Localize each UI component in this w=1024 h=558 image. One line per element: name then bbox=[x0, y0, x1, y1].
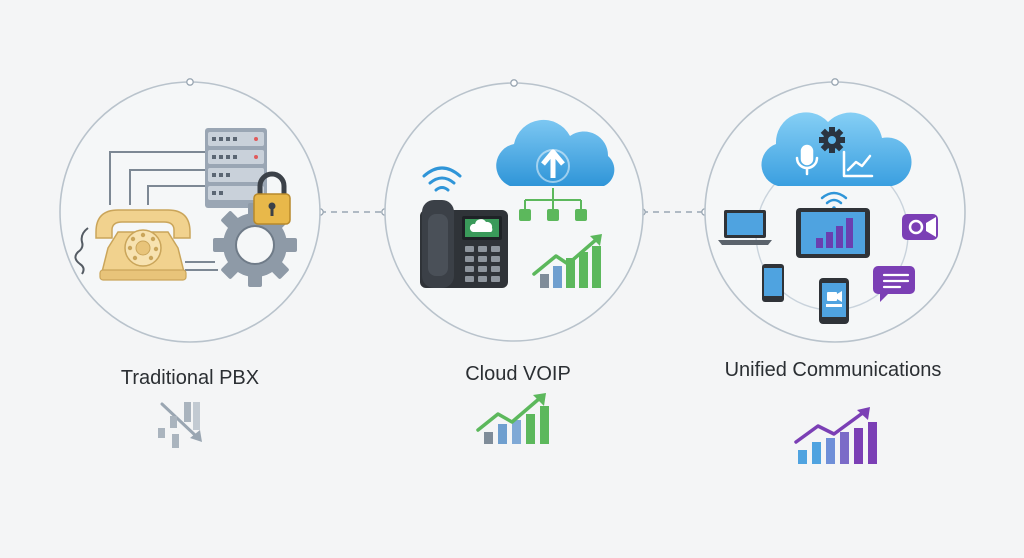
laptop-icon bbox=[718, 210, 772, 245]
tablet-icon bbox=[796, 208, 870, 258]
trend-line-icon bbox=[842, 150, 874, 178]
stage-label-traditional-pbx: Traditional PBX bbox=[120, 367, 260, 389]
server-rack-icon bbox=[205, 128, 267, 208]
telephone-icon bbox=[74, 209, 191, 281]
smartphone-video-icon bbox=[819, 278, 849, 324]
growth-trend-icon bbox=[476, 393, 549, 444]
network-nodes-icon bbox=[519, 188, 587, 221]
padlock-icon bbox=[253, 171, 291, 225]
stage-label-unified-communications: Unified Communications bbox=[724, 359, 942, 381]
wifi-icon bbox=[422, 166, 462, 192]
cloud-upload-icon bbox=[496, 119, 615, 186]
connector-2-3 bbox=[638, 208, 709, 216]
declining-trend-icon bbox=[158, 402, 202, 448]
stage-circle-traditional-pbx bbox=[59, 78, 321, 343]
cloud-icon bbox=[761, 112, 912, 186]
bar-chart-icon bbox=[532, 234, 602, 288]
smartphone-icon bbox=[762, 264, 784, 302]
stage-circle-cloud-voip bbox=[384, 79, 644, 342]
desk-phone-icon bbox=[420, 200, 508, 288]
strong-growth-trend-icon bbox=[794, 407, 877, 464]
video-camera-icon bbox=[902, 214, 938, 240]
chat-bubble-icon bbox=[873, 266, 915, 302]
stage-label-cloud-voip: Cloud VOIP bbox=[465, 363, 571, 385]
connector-1-2 bbox=[316, 208, 389, 216]
stage-circle-unified-communications bbox=[704, 78, 966, 343]
microphone-icon bbox=[795, 144, 819, 176]
gear-icon bbox=[819, 127, 845, 153]
